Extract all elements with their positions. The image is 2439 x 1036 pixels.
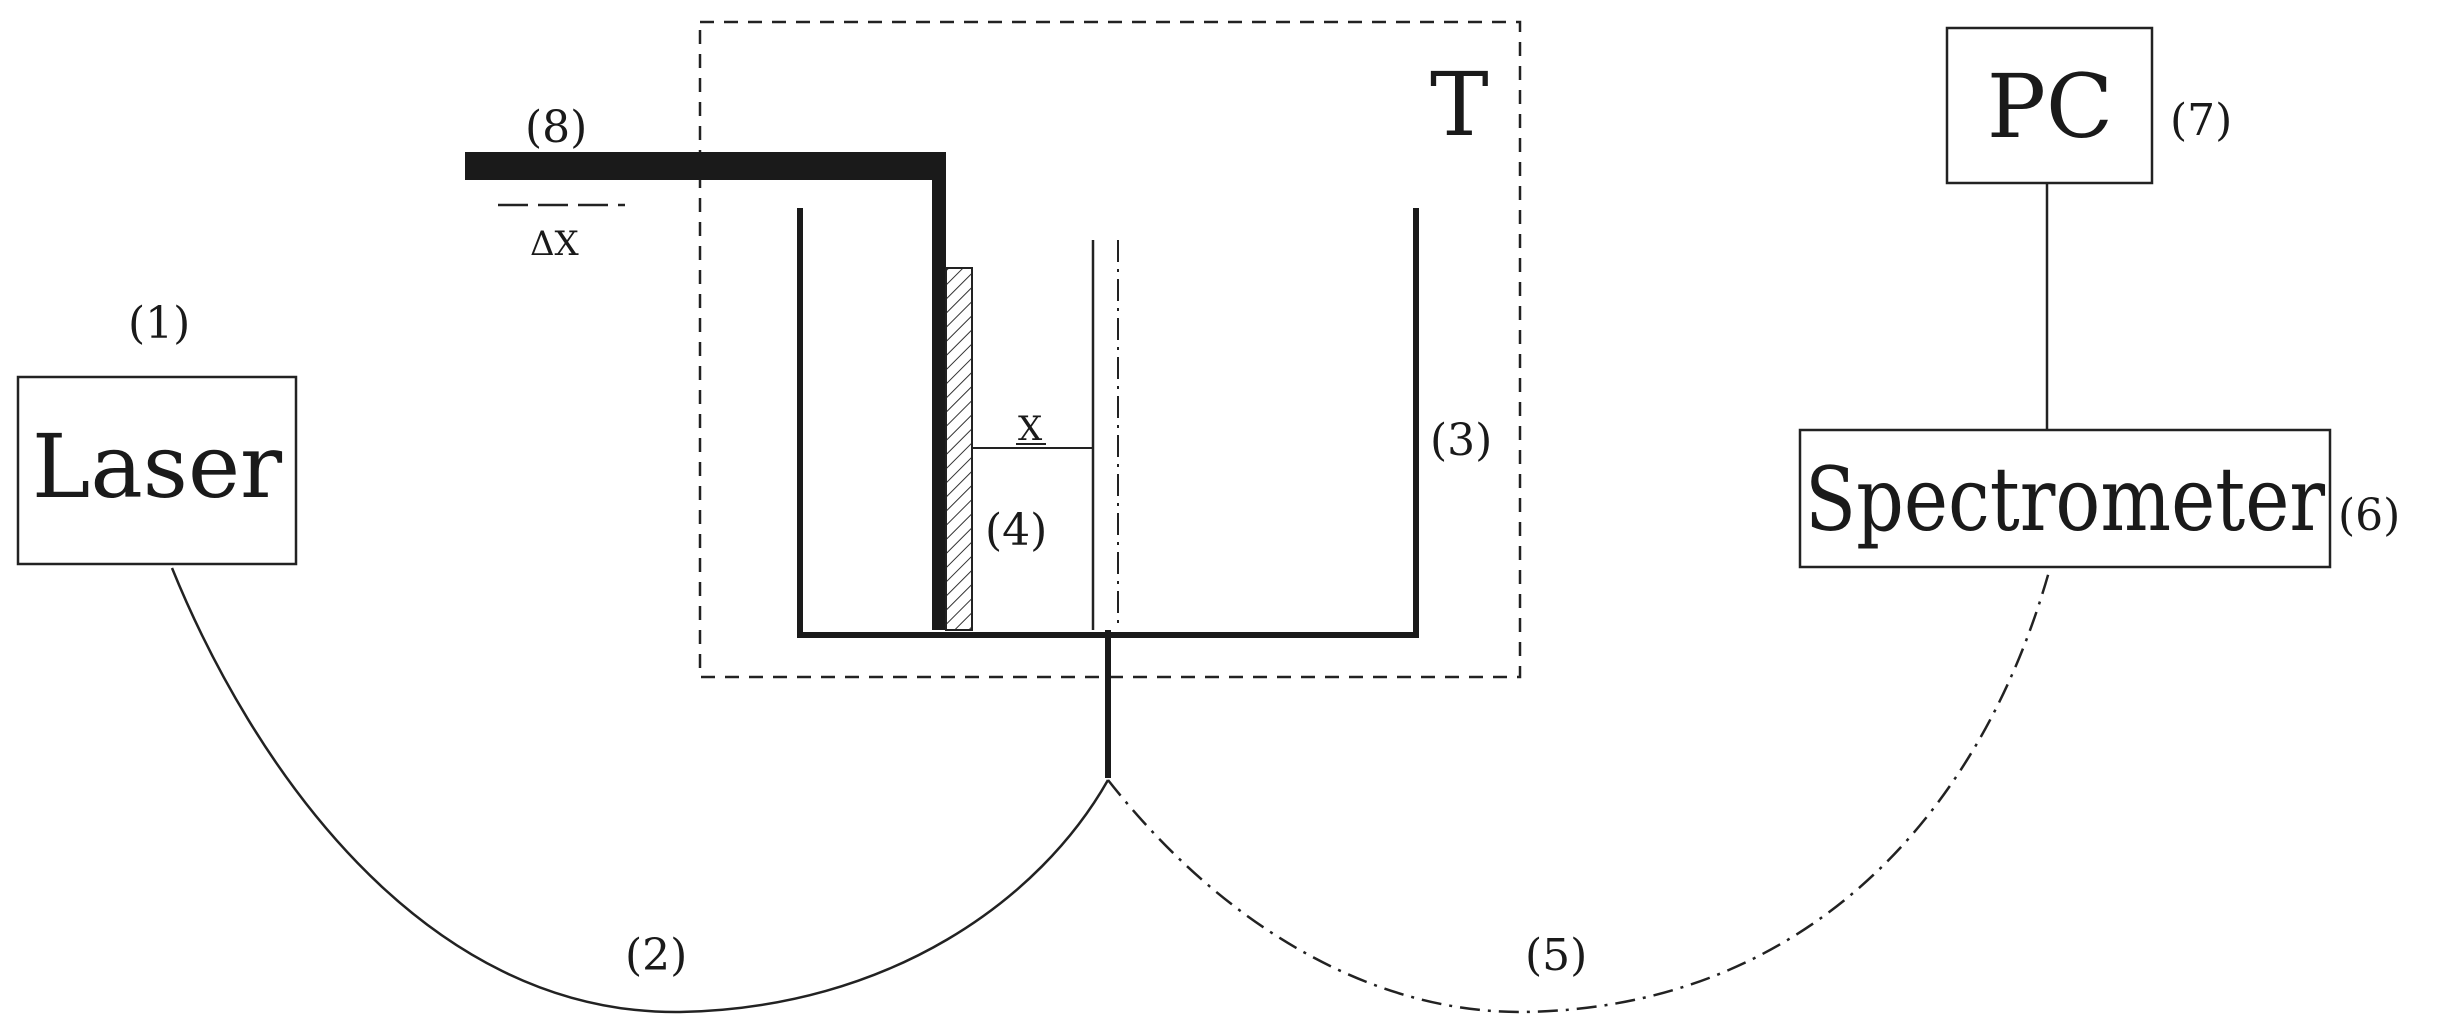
laser-label: Laser [32,415,283,518]
collection-fiber [1107,567,2052,1014]
hatched-sample [945,267,973,631]
container-number-label: (3) [1430,415,1492,466]
temperature-enclosure [698,20,1522,679]
pc-number-label: (7) [2170,95,2232,146]
spectrometer-number-label: (6) [2338,490,2400,541]
excitation-fiber-number-label: (2) [625,930,687,981]
temperature-label: T [1430,53,1489,156]
excitation-fiber [170,567,1110,1014]
shift-label: ΔX [530,224,580,264]
laser-box [16,375,298,566]
spectrometer-label: Spectrometer [1805,448,2326,551]
container [797,208,1419,638]
sample-number-label: (4) [985,505,1047,556]
distance-label: X [1018,409,1043,449]
pc-box [1945,26,2154,185]
spectrometer-box [1798,428,2332,569]
arm-number-label: (8) [525,102,587,153]
translation-arm [465,152,946,630]
collection-fiber-number-label: (5) [1525,930,1587,981]
laser-number-label: (1) [128,298,190,349]
pc-label: PC [1987,55,2114,158]
